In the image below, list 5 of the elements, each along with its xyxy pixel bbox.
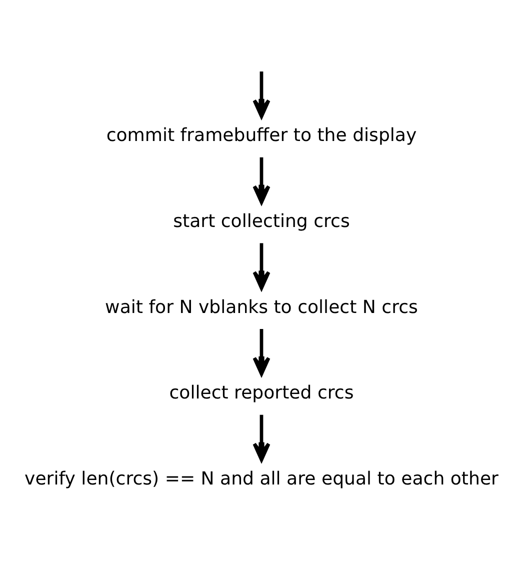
node-text: verify len(crcs) == N and all are equal to each other [24, 468, 498, 490]
node-text: collect reported crcs [169, 382, 354, 404]
node-text: start collecting crcs [173, 210, 350, 232]
node-text: wait for N vblanks to collect N crcs [105, 296, 418, 318]
node-text: commit framebuffer to the display [106, 125, 417, 146]
